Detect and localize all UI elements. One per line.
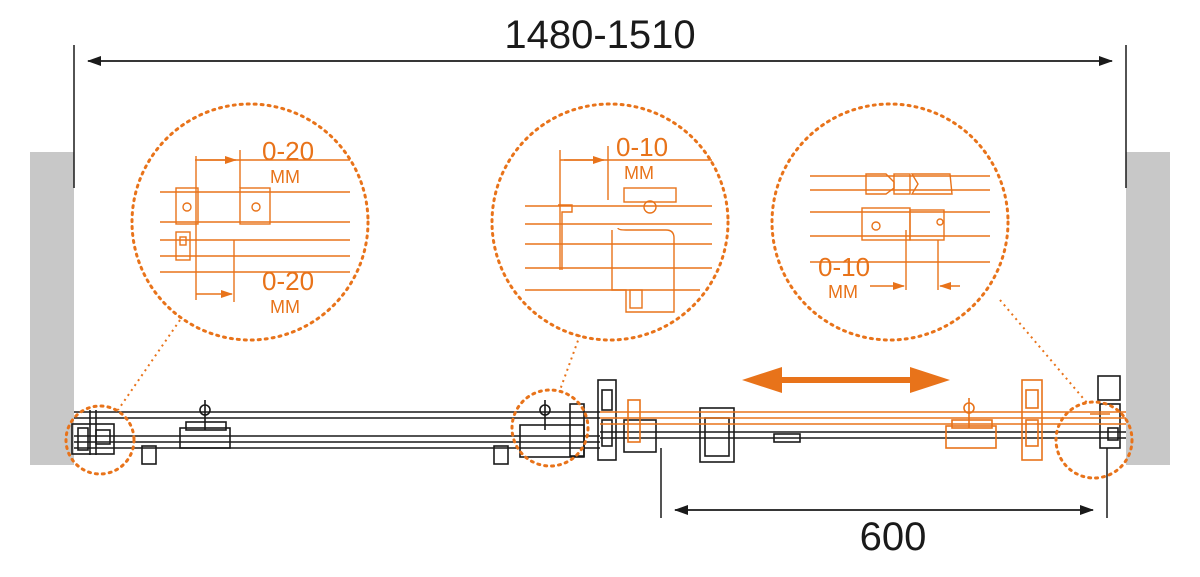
opening-dimension: 600 [660, 448, 1108, 559]
left-bottom-adjust: 0-20 [262, 266, 314, 296]
right-unit: MM [828, 282, 858, 302]
detail-left: 0-20 MM 0-20 MM [64, 102, 370, 476]
right-wall [1126, 152, 1170, 465]
right-adjust: 0-10 [818, 252, 870, 282]
detail-middle: 0-10 MM [490, 102, 730, 468]
sliding-door [600, 379, 1126, 461]
middle-adjust: 0-10 [616, 132, 668, 162]
middle-unit: MM [624, 163, 654, 183]
detail-right: 0-10 MM [770, 102, 1134, 480]
overall-dimension: 1480-1510 [73, 13, 1127, 188]
double-arrow-icon [742, 367, 950, 393]
left-top-unit: MM [270, 167, 300, 187]
left-bottom-unit: MM [270, 297, 300, 317]
fixed-panel [71, 375, 1126, 465]
opening-width-label: 600 [860, 515, 927, 559]
left-wall [30, 152, 74, 465]
left-top-adjust: 0-20 [262, 136, 314, 166]
overall-width-label: 1480-1510 [504, 13, 695, 57]
